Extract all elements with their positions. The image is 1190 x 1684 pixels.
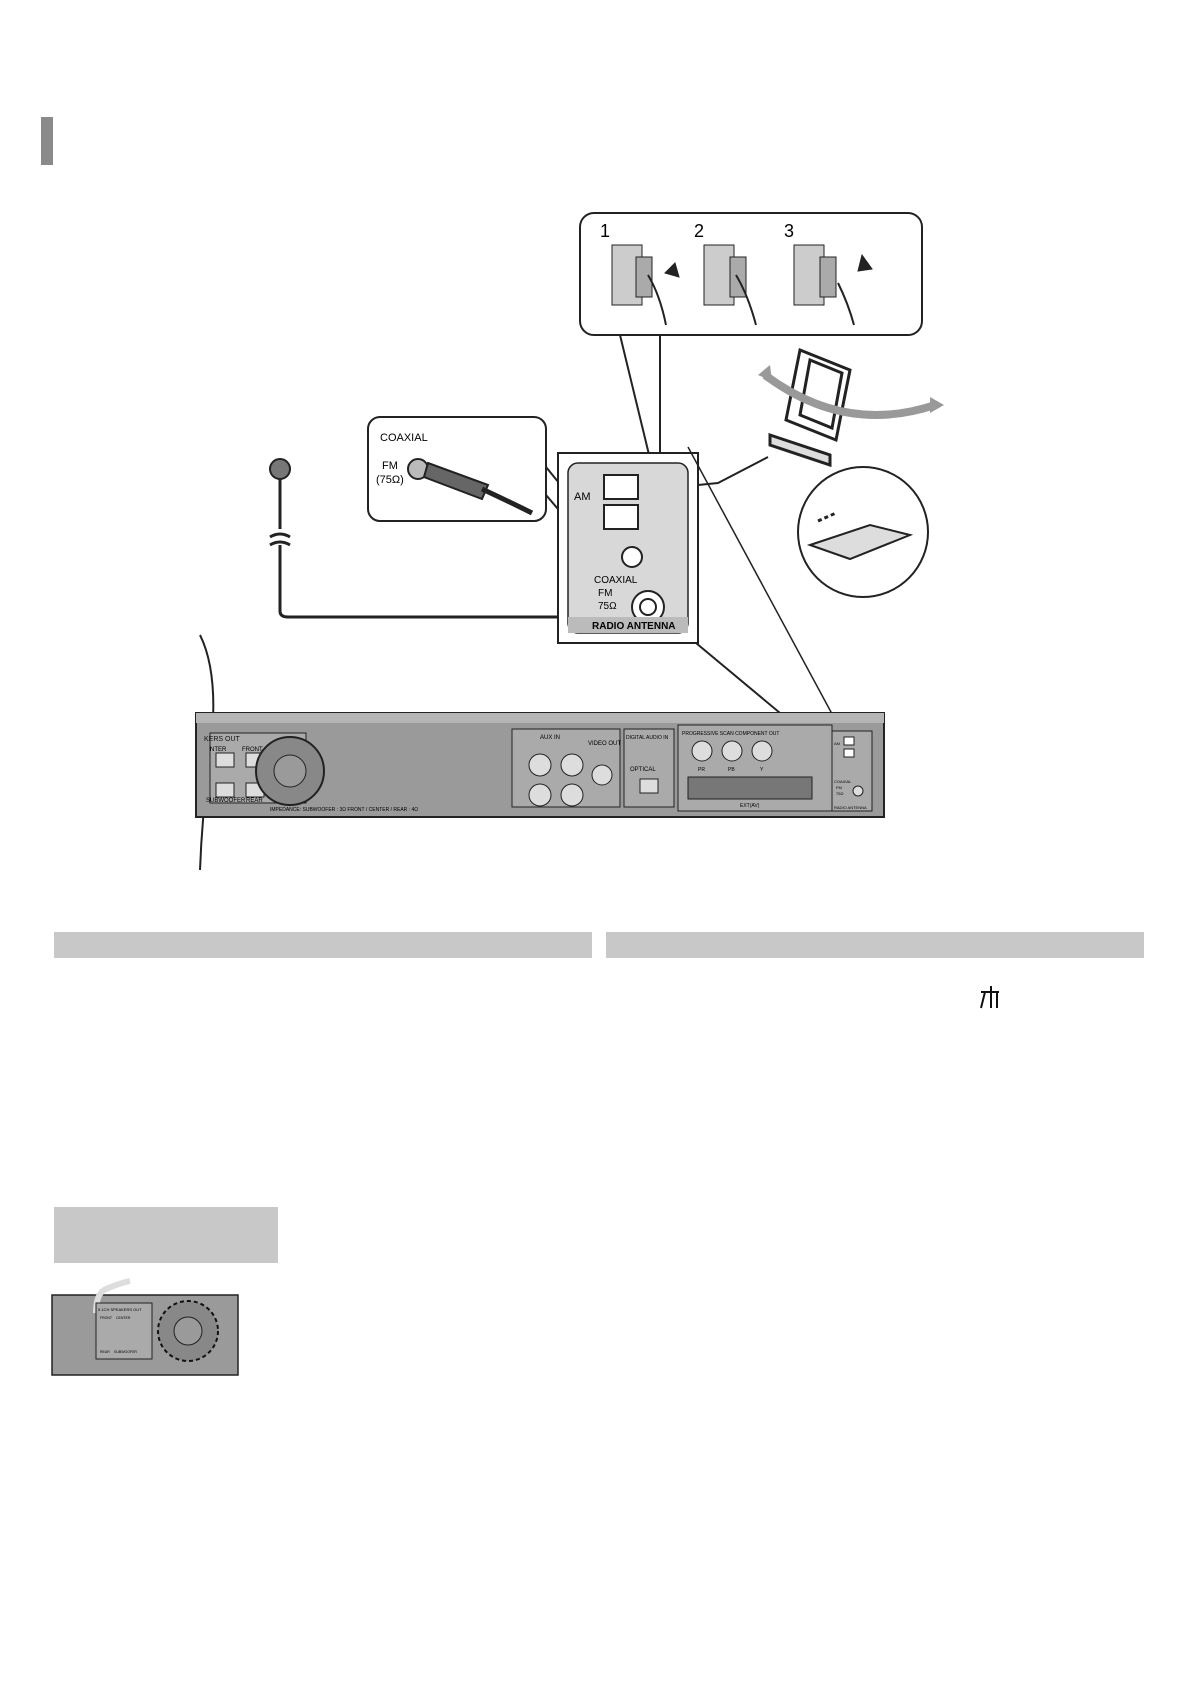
rear-front: FRONT — [242, 747, 263, 753]
clip-step-1 — [611, 244, 680, 326]
clip-step-2 — [703, 244, 757, 326]
coaxial-plug — [407, 458, 534, 516]
rear-radio-antenna-small: RADIO ANTENNA — [834, 805, 867, 810]
ground-icon — [980, 986, 999, 1009]
section-bar-right — [606, 932, 1144, 958]
rear-coaxial-small: COAXIAL — [834, 779, 852, 784]
rear-progressive: PROGRESSIVE SCAN COMPONENT OUT — [682, 731, 779, 737]
thumb-rear: REAR — [100, 1350, 110, 1354]
am-loop-antenna — [768, 347, 852, 468]
rear-ohm-small: 75Ω — [836, 791, 843, 796]
thumb-center: CENTER — [116, 1316, 131, 1320]
rear-fm-small: FM — [836, 785, 842, 790]
section-bar-left — [54, 932, 592, 958]
thumb-front: FRONT — [100, 1316, 113, 1320]
coaxial-callout-impedance: (75Ω) — [376, 474, 404, 486]
rear-optical: OPTICAL — [630, 767, 656, 773]
panel-title: RADIO ANTENNA — [592, 621, 676, 632]
fan-note-box — [54, 1207, 278, 1263]
rear-pr: PR — [698, 767, 705, 773]
rear-video-out: VIDEO OUT — [588, 741, 621, 747]
panel-am-label: AM — [574, 491, 591, 503]
thumb-subwoofer: SUBWOOFER — [114, 1350, 137, 1354]
rear-digital-audio-in: DIGITAL AUDIO IN — [626, 735, 669, 741]
coaxial-callout-fm: FM — [382, 460, 398, 472]
rear-ext: EXT(AV) — [740, 803, 760, 809]
rear-y: Y — [760, 767, 764, 773]
step-2-label: 2 — [694, 221, 704, 241]
coaxial-callout-title: COAXIAL — [380, 432, 428, 444]
rear-rear: REAR — [246, 798, 263, 804]
rear-thumbnail: 5.1CH SPEAKERS OUT FRONT CENTER REAR SUB… — [51, 1278, 239, 1376]
antenna-connection-figure: 1 2 3 COAXIAL FM (75Ω) — [195, 212, 944, 870]
step-1-label: 1 — [600, 221, 610, 241]
rotate-arrow — [762, 371, 937, 419]
panel-fm-label: FM — [598, 588, 612, 599]
rear-pb: PB — [728, 767, 735, 773]
panel-coaxial-label: COAXIAL — [594, 575, 638, 586]
panel-impedance-label: 75Ω — [598, 601, 617, 612]
rear-am-small: AM — [834, 741, 840, 746]
rear-impedance-note: IMPEDANCE: SUBWOOFER : 3Ω FRONT / CENTER… — [270, 807, 418, 813]
rear-subwoofer: SUBWOOFER — [206, 798, 246, 804]
clip-step-3 — [793, 244, 873, 326]
rear-center: NTER — [210, 747, 227, 753]
fm-antenna-end — [269, 458, 291, 480]
rear-aux-in: AUX IN — [540, 735, 560, 741]
section-marker — [41, 117, 53, 165]
thumb-speaker-out: 5.1CH SPEAKERS OUT — [98, 1307, 142, 1312]
rear-speakers-out: KERS OUT — [204, 736, 241, 743]
step-3-label: 3 — [784, 221, 794, 241]
